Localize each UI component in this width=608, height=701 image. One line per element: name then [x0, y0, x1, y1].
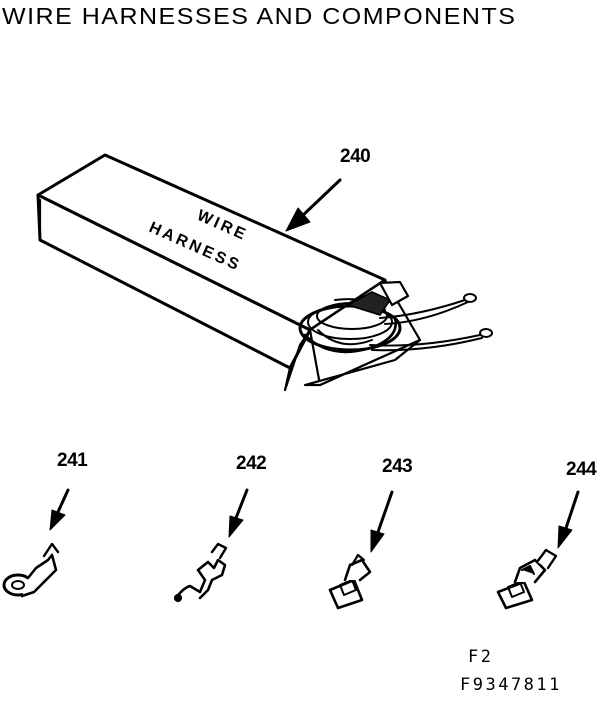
flat-terminal-244	[496, 548, 558, 610]
drawing-number: F9347811	[460, 675, 562, 695]
callout-241: 241	[57, 450, 88, 471]
flat-terminal-243	[328, 553, 372, 610]
callout-arrow-241	[49, 488, 70, 531]
callout-arrow-243	[370, 490, 394, 553]
callout-arrow-242	[228, 488, 249, 538]
callout-arrow-240	[285, 178, 342, 232]
callout-arrow-244	[557, 490, 580, 549]
callout-242: 242	[236, 453, 267, 474]
hook-terminal-242	[173, 542, 228, 603]
callout-244: 244	[566, 459, 597, 480]
callout-243: 243	[382, 456, 413, 477]
ring-terminal-241	[2, 542, 60, 598]
callout-240: 240	[340, 146, 371, 167]
figure-label: F2	[468, 647, 494, 667]
diagram-title: WIRE HARNESSES AND COMPONENTS	[2, 4, 517, 30]
wire-harness-box	[36, 153, 493, 392]
